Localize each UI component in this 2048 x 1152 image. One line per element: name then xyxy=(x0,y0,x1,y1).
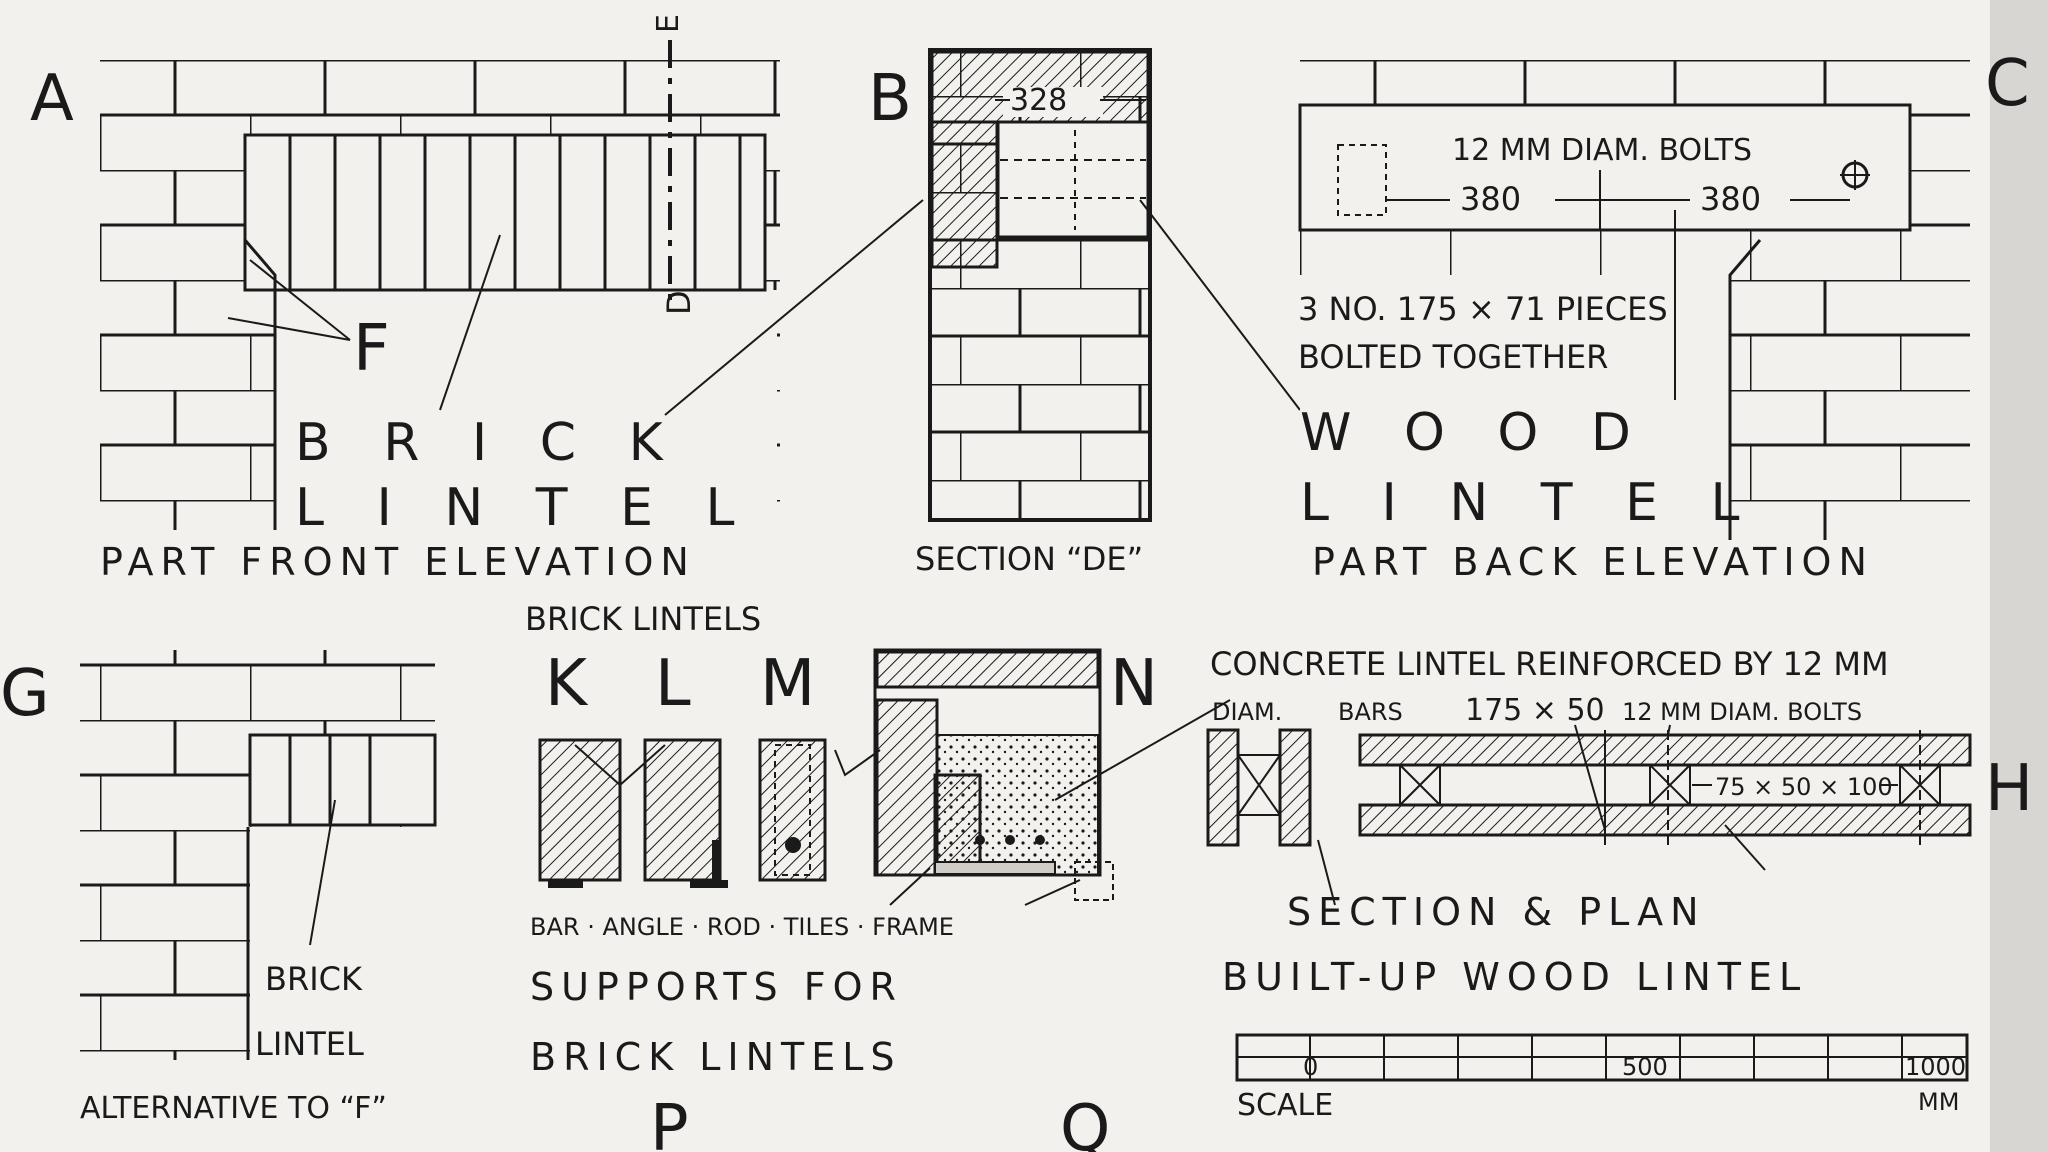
caption-section-de: SECTION “DE” xyxy=(915,540,1143,578)
caption-supports: SUPPORTS FOR xyxy=(530,965,903,1009)
scale-unit: MM xyxy=(1918,1088,1959,1116)
letter-h: H xyxy=(1985,752,2033,826)
letter-b: B xyxy=(868,62,912,136)
scale-bar: 0 500 1000 SCALE MM xyxy=(1235,1033,1969,1123)
panel-klmn-supports: BRICK LINTELS K L M N BAR · ANGLE · ROD … xyxy=(525,600,1231,1152)
dimension-box xyxy=(1003,87,1103,117)
plan-piece-bottom xyxy=(1358,803,1972,837)
bars-label: BARS xyxy=(1338,698,1403,726)
caption-brick-lintels: BRICK LINTELS xyxy=(530,1035,902,1079)
panel-c-back-elevation: C 12 MM DIAM. BOLTS 380 380 3 NO. 175 × … xyxy=(1298,47,2030,584)
lintel-m-rod xyxy=(758,738,827,882)
opening-a xyxy=(275,290,777,535)
plan-spacer-2 xyxy=(1649,764,1691,806)
pointer-concrete xyxy=(1054,699,1231,801)
letter-e: E xyxy=(651,14,686,33)
pointer-g xyxy=(309,799,336,946)
letter-q: Q xyxy=(1060,1092,1110,1152)
section-piece-right xyxy=(1278,728,1312,847)
lintel-l-angle xyxy=(643,738,722,882)
wood-word: W O O D xyxy=(1300,403,1649,463)
pointer-mn xyxy=(834,749,881,777)
brick-lintel-g xyxy=(248,733,437,827)
letter-d: D xyxy=(660,290,698,315)
spacing-left: 380 xyxy=(1460,180,1521,218)
plan-piece-top xyxy=(1358,733,1972,767)
spacing-right: 380 xyxy=(1700,180,1761,218)
wood-lintel-c xyxy=(1298,103,1912,232)
pieces-line-1: 3 NO. 175 × 71 PIECES xyxy=(1298,290,1668,328)
plan-spacer-1 xyxy=(1399,764,1441,806)
size-piece: 175 × 50 xyxy=(1465,693,1605,728)
lintel-word-c: L I N T E L xyxy=(1300,473,1757,533)
letter-c: C xyxy=(1985,47,2030,121)
bolt-washer-left xyxy=(1337,144,1387,216)
concrete-line-1: CONCRETE LINTEL REINFORCED BY 12 MM xyxy=(1210,645,1889,683)
concrete-line-2: DIAM. xyxy=(1212,698,1282,726)
opening-g xyxy=(250,827,435,1060)
pointer-section-wood xyxy=(1139,199,1301,411)
letter-a: A xyxy=(30,62,74,136)
section-wood-lintel xyxy=(996,120,1150,239)
pointer-f-1 xyxy=(249,259,351,341)
caption-section-plan: SECTION & PLAN xyxy=(1287,890,1706,934)
pointer-kl xyxy=(574,744,666,787)
opening-edge-c xyxy=(1728,239,1762,540)
section-spacer xyxy=(1237,754,1281,816)
letter-p: P xyxy=(650,1092,689,1152)
pieces-line-2: BOLTED TOGETHER xyxy=(1298,338,1608,376)
lintel-brick-joints-a xyxy=(288,135,742,290)
scale-tick-500: 500 xyxy=(1622,1053,1668,1081)
lintel-word-a: L I N T E L xyxy=(295,478,752,538)
brick-lintel-a xyxy=(243,133,767,292)
caption-front-elevation: PART FRONT ELEVATION xyxy=(100,540,696,584)
skewback-a xyxy=(243,239,277,530)
opening-c xyxy=(1300,275,1730,540)
brick-word: B R I C K xyxy=(295,413,681,473)
letter-g: G xyxy=(0,657,50,731)
letter-n: N xyxy=(1110,647,1158,721)
bolt-label-h: 12 MM DIAM. BOLTS xyxy=(1622,698,1862,726)
page-edge-shadow xyxy=(1990,0,2048,1152)
caption-back-elevation: PART BACK ELEVATION xyxy=(1312,540,1874,584)
lintel-k-bar xyxy=(538,738,622,882)
scale-label: SCALE xyxy=(1237,1088,1333,1123)
bolts-label-c: 12 MM DIAM. BOLTS xyxy=(1452,133,1752,168)
brick-lintels-heading: BRICK LINTELS xyxy=(525,600,761,638)
caption-alternative: ALTERNATIVE TO “F” xyxy=(80,1091,387,1126)
pointer-section-brick xyxy=(664,199,924,416)
letter-l: L xyxy=(655,647,691,721)
panel-b-section-de: B 328 SECTION “DE” xyxy=(664,48,1301,578)
lintel-label-g: LINTEL xyxy=(255,1025,364,1063)
panel-g-alternative: G BRICK LINTEL ALTERNATIVE TO “F” xyxy=(0,650,437,1126)
panel-a-front-elevation: A E D F B R I C K L I N T E xyxy=(30,14,780,584)
pointer-f-2 xyxy=(227,317,351,341)
scale-tick-1000: 1000 xyxy=(1905,1053,1966,1081)
letter-m: M xyxy=(760,647,815,721)
section-piece-left xyxy=(1206,728,1240,847)
pointer-brick-lintel xyxy=(439,234,501,411)
letter-k: K xyxy=(545,647,589,721)
caption-built-up: BUILT-UP WOOD LINTEL xyxy=(1222,955,1807,999)
dimension-328: 328 xyxy=(1010,83,1067,118)
panel-h-built-up-lintel: H CONCRETE LINTEL REINFORCED BY 12 MM DI… xyxy=(1206,645,2033,999)
support-types: BAR · ANGLE · ROD · TILES · FRAME xyxy=(530,913,954,941)
brick-label-g: BRICK xyxy=(265,960,363,998)
scale-tick-0: 0 xyxy=(1303,1053,1318,1081)
spacer-label: 75 × 50 × 100 xyxy=(1715,773,1893,801)
section-brick-lintel xyxy=(930,120,999,269)
letter-f: F xyxy=(353,312,390,386)
